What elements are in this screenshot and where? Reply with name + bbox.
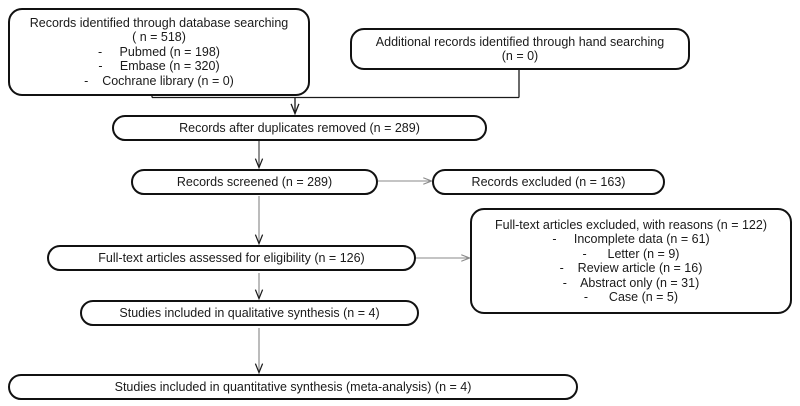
box-line: Studies included in qualitative synthesi… [119,305,380,320]
studies-included-qualitative-box: Studies included in qualitative synthesi… [80,300,419,326]
full-text-articles-excluded-box: Full-text articles excluded, with reason… [470,208,792,314]
box-line: Records screened (n = 289) [176,174,333,189]
box-line: - Cochrane library (n = 0) [84,73,234,88]
box-line: - Case (n = 5) [583,290,679,304]
box-line: Records identified through database sear… [29,15,289,30]
additional-records-hand-searching-box: Additional records identified through ha… [350,28,690,70]
records-screened-box: Records screened (n = 289) [131,169,378,195]
box-line: (n = 0) [501,49,539,63]
box-line: ( n = 518) [132,30,186,45]
box-line: - Abstract only (n = 31) [562,275,700,290]
records-identified-database-searching-box: Records identified through database sear… [8,8,310,96]
box-line: Full-text articles excluded, with reason… [495,217,767,232]
box-line: - Review article (n = 16) [559,261,703,275]
records-excluded-box: Records excluded (n = 163) [432,169,665,195]
box-line: Full-text articles assessed for eligibil… [98,250,365,265]
box-line: - Embase (n = 320) [98,59,220,74]
box-line: Studies included in quantitative synthes… [114,379,472,394]
box-line: Records after duplicates removed (n = 28… [179,120,420,135]
studies-included-quantitative-box: Studies included in quantitative synthes… [8,374,578,400]
box-line: Additional records identified through ha… [375,34,665,49]
box-line: - Incomplete data (n = 61) [552,232,710,246]
box-line: - Letter (n = 9) [582,246,680,261]
box-line: Records excluded (n = 163) [471,174,626,189]
records-after-duplicates-removed-box: Records after duplicates removed (n = 28… [112,115,487,141]
full-text-articles-assessed-box: Full-text articles assessed for eligibil… [47,245,416,271]
box-line: - Pubmed (n = 198) [98,44,220,59]
